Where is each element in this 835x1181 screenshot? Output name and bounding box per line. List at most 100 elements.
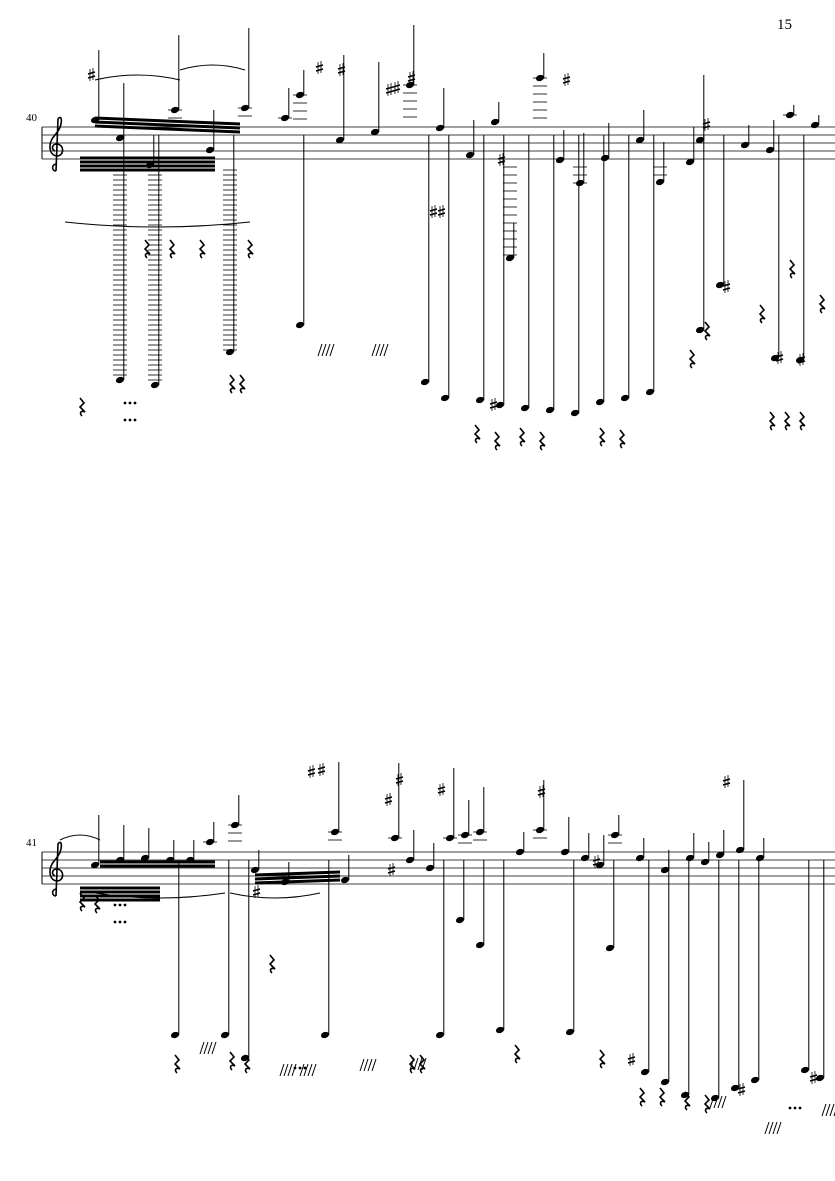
sharp-icon — [387, 866, 396, 870]
augmentation-dot — [118, 886, 122, 890]
tremolo-slash — [772, 1121, 778, 1135]
sharp-icon — [392, 84, 401, 88]
sharp-icon — [809, 1078, 818, 1082]
tremolo-slash — [329, 343, 335, 357]
tremolo-slash — [764, 1121, 770, 1135]
quarter-rest-icon — [758, 304, 766, 324]
notehead — [455, 916, 465, 924]
notehead — [370, 128, 380, 136]
sharp-icon — [395, 776, 404, 780]
notehead — [475, 941, 485, 949]
notehead — [645, 388, 655, 396]
sharp-icon — [592, 858, 601, 862]
notehead — [340, 876, 350, 884]
notehead — [750, 1076, 760, 1084]
notehead — [435, 1031, 445, 1039]
quarter-rest-icon — [598, 427, 606, 447]
tremolo-slash — [821, 1103, 827, 1117]
quarter-rest-icon — [788, 259, 796, 279]
sharp-icon — [537, 788, 546, 792]
notehead — [565, 1028, 575, 1036]
system-2 — [41, 762, 835, 1135]
quarter-rest-icon — [768, 411, 776, 431]
sharp-icon — [627, 1056, 636, 1060]
notehead — [715, 851, 725, 859]
tremolo-slash — [717, 1095, 723, 1109]
notehead — [740, 141, 750, 149]
sharp-icon — [252, 892, 261, 896]
sharp-icon — [407, 78, 416, 82]
beam — [254, 874, 341, 881]
sharp-icon — [562, 80, 571, 84]
notehead — [580, 854, 590, 862]
tremolo-slash — [359, 1058, 365, 1072]
notehead — [715, 281, 725, 289]
tremolo-slash — [317, 343, 323, 357]
treble-clef-icon — [49, 841, 64, 897]
sharp-icon — [317, 770, 326, 774]
notehead — [635, 136, 645, 144]
notehead — [115, 134, 125, 142]
sharp-icon — [722, 283, 731, 287]
quarter-rest-icon — [143, 239, 151, 259]
tie — [179, 64, 246, 71]
sharp-icon — [737, 1086, 746, 1090]
tremolo-slash — [829, 1103, 835, 1117]
sharp-icon — [385, 86, 394, 90]
sharp-icon — [489, 401, 498, 405]
tie — [229, 892, 321, 899]
notehead — [170, 1031, 180, 1039]
tremolo-slash — [199, 1041, 205, 1055]
tremolo-slash — [776, 1121, 782, 1135]
notehead — [295, 321, 305, 329]
tremolo-slash — [409, 1057, 415, 1071]
quarter-rest-icon — [683, 1091, 691, 1111]
notehead — [220, 1031, 230, 1039]
quarter-rest-icon — [798, 411, 806, 431]
tremolo-slash — [713, 1095, 719, 1109]
sharp-icon — [797, 360, 806, 364]
sharp-icon — [307, 772, 316, 776]
beam — [254, 870, 341, 877]
sharp-icon — [722, 782, 731, 786]
notehead — [660, 866, 670, 874]
notehead — [405, 856, 415, 864]
quarter-rest-icon — [238, 374, 246, 394]
tremolo-slash — [371, 1058, 377, 1072]
tremolo-slash — [371, 343, 377, 357]
tremolo-slash — [768, 1121, 774, 1135]
augmentation-dot — [298, 1066, 302, 1070]
notehead — [150, 381, 160, 389]
sharp-icon — [387, 870, 396, 874]
tie — [64, 221, 251, 228]
notehead — [600, 154, 610, 162]
sharp-icon — [537, 792, 546, 796]
augmentation-dot — [793, 1106, 797, 1110]
tremolo-slash — [379, 343, 385, 357]
quarter-rest-icon — [93, 894, 101, 914]
tie — [59, 834, 101, 841]
quarter-rest-icon — [598, 1049, 606, 1069]
notehead — [140, 854, 150, 862]
augmentation-dot — [118, 920, 122, 924]
augmentation-dot — [113, 920, 117, 924]
quarter-rest-icon — [78, 892, 86, 912]
tremolo-slash — [311, 1063, 317, 1077]
notehead — [465, 151, 475, 159]
notehead — [620, 394, 630, 402]
sharp-icon — [429, 208, 438, 212]
notehead — [545, 406, 555, 414]
augmentation-dot — [788, 1106, 792, 1110]
tremolo-slash — [417, 1057, 423, 1071]
sharp-icon — [627, 1060, 636, 1064]
tremolo-slash — [307, 1063, 313, 1077]
augmentation-dot — [118, 903, 122, 907]
system-1 — [41, 25, 835, 451]
notehead — [225, 348, 235, 356]
tremolo-slash — [321, 343, 327, 357]
notehead — [635, 854, 645, 862]
notehead — [440, 394, 450, 402]
tremolo-slash — [367, 1058, 373, 1072]
notehead — [685, 158, 695, 166]
notehead — [765, 146, 775, 154]
